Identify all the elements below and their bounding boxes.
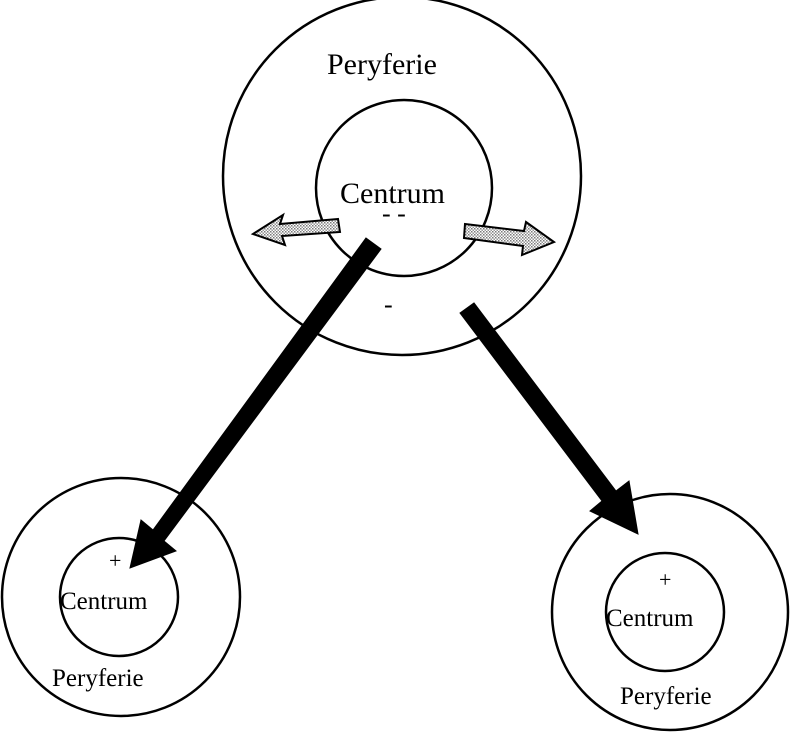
right-circle-group: + Centrum Peryferie — [550, 492, 790, 732]
left-center-label: Centrum — [60, 588, 148, 615]
left-center-charge: + — [109, 548, 121, 573]
main-circle-group: Peryferie Centrum - - - — [221, 0, 583, 357]
main-center-label: Centrum — [340, 177, 445, 210]
main-periphery-charge: - — [384, 290, 393, 319]
main-inner-circle — [314, 98, 494, 278]
right-outflow-arrow — [462, 220, 557, 257]
right-periphery-label: Peryferie — [620, 683, 712, 710]
main-center-charge: - - — [382, 199, 406, 228]
right-center-label: Centrum — [606, 605, 694, 632]
right-outer-circle — [550, 492, 790, 732]
left-outflow-arrow — [250, 212, 342, 247]
right-inner-circle — [604, 551, 726, 673]
main-outer-circle — [221, 0, 583, 357]
left-inner-circle — [58, 536, 180, 658]
left-down-arrow — [129, 237, 382, 569]
right-center-charge: + — [659, 567, 671, 592]
right-down-arrow — [459, 302, 639, 535]
left-periphery-label: Peryferie — [52, 665, 144, 692]
left-circle-group: + Centrum Peryferie — [0, 476, 242, 718]
left-outer-circle — [0, 476, 242, 718]
main-periphery-label: Peryferie — [327, 48, 437, 81]
